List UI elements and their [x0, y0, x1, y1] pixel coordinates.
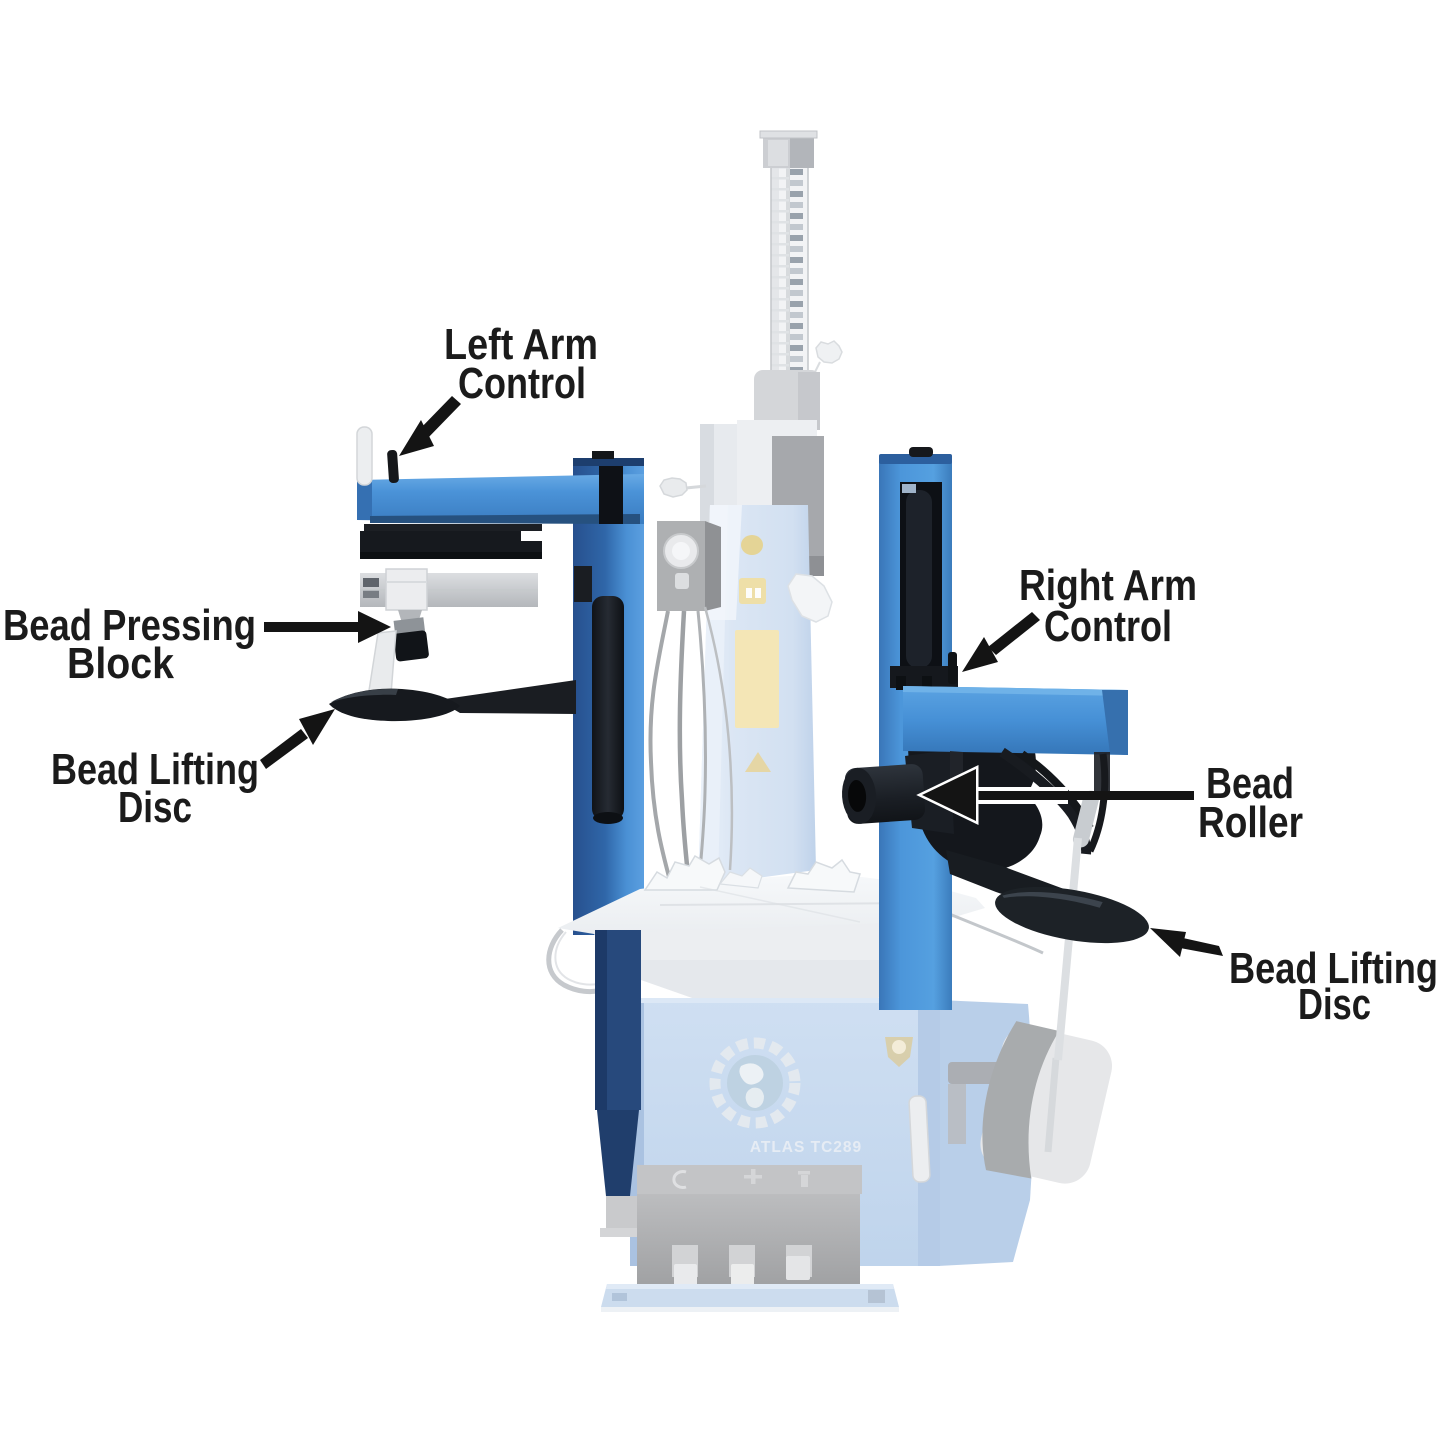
- svg-text:Left Arm: Left Arm: [444, 320, 598, 369]
- svg-text:Disc: Disc: [1298, 980, 1371, 1029]
- svg-text:ATLAS TC289: ATLAS TC289: [750, 1139, 862, 1156]
- svg-text:Bead Lifting: Bead Lifting: [1229, 944, 1438, 993]
- svg-text:Block: Block: [67, 639, 174, 688]
- svg-text:Roller: Roller: [1198, 798, 1303, 847]
- svg-text:Control: Control: [458, 359, 586, 408]
- svg-text:Bead Lifting: Bead Lifting: [51, 745, 259, 794]
- svg-text:Control: Control: [1044, 602, 1172, 651]
- svg-text:Bead: Bead: [1206, 759, 1294, 808]
- svg-text:Disc: Disc: [118, 783, 192, 832]
- svg-text:Bead Pressing: Bead Pressing: [3, 601, 256, 650]
- svg-text:Right Arm: Right Arm: [1019, 561, 1197, 610]
